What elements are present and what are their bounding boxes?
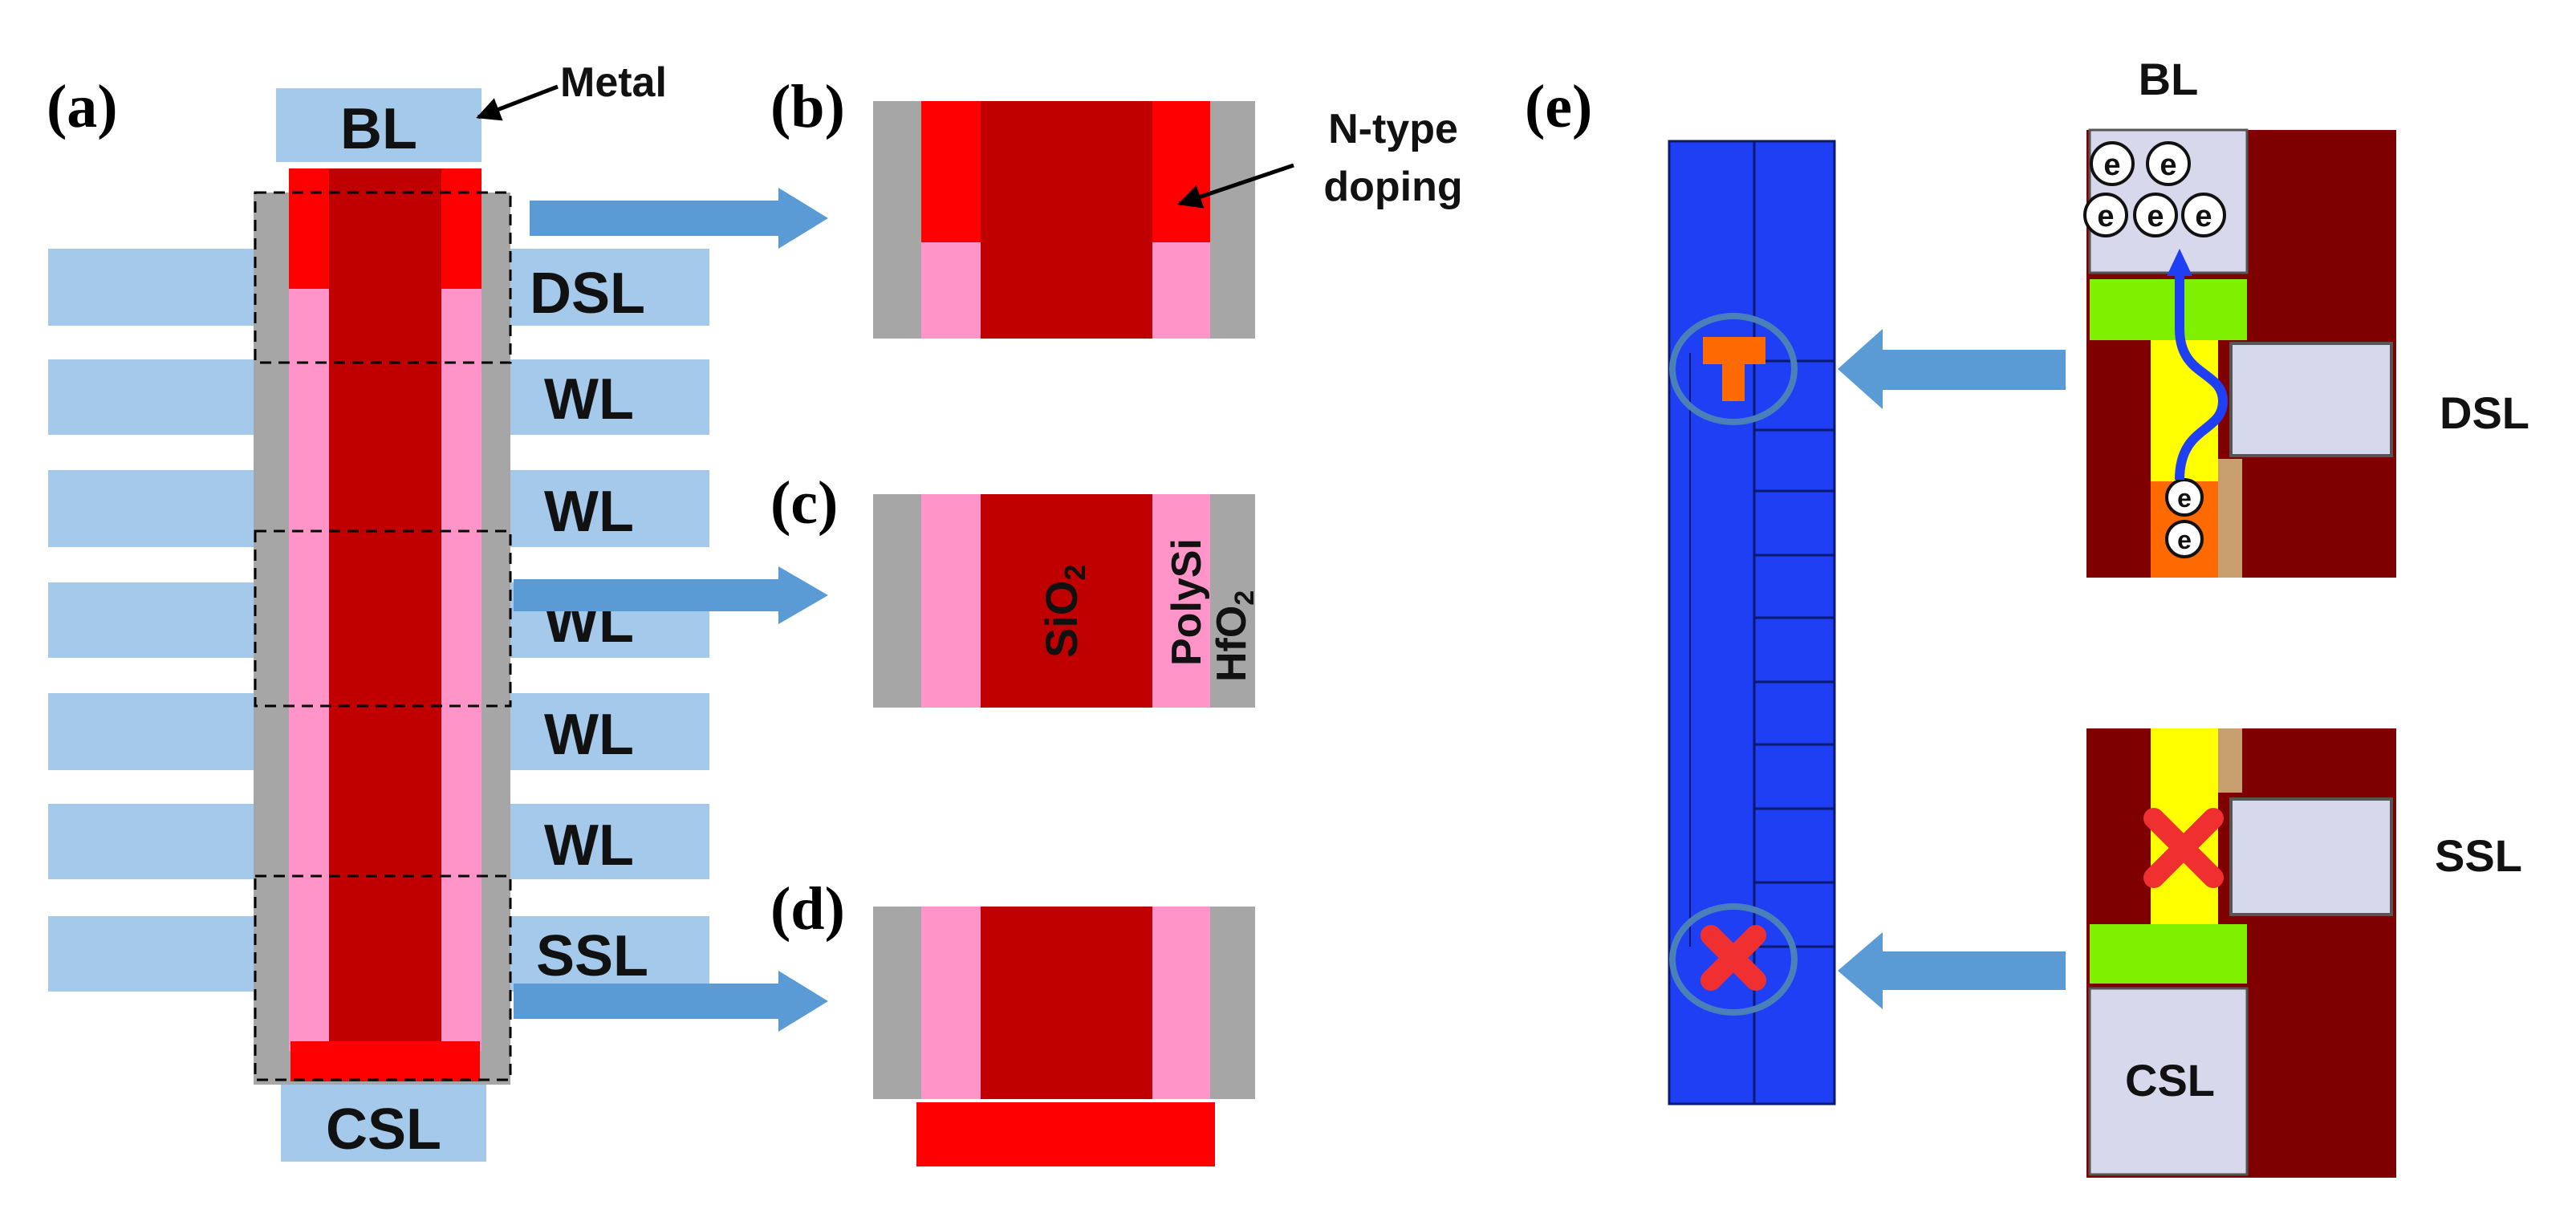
csl-contact-region <box>2088 987 2249 1176</box>
sim-gate-wl-2 <box>1753 616 1836 684</box>
ssl-green-layer <box>2090 924 2247 984</box>
bl-label: BL <box>340 97 417 161</box>
ssl-highlight-circle <box>1669 903 1798 1016</box>
ssl-blocked-cross <box>2143 808 2224 888</box>
arrow-to-panel-c <box>514 566 828 624</box>
panel-b: (b) N-type doping <box>770 73 1463 339</box>
e-csl-label: CSL <box>2125 1055 2215 1105</box>
dsl-green-layer <box>2090 279 2247 340</box>
wl-label-5: WL <box>544 813 634 878</box>
panel-c: (c) SiO2 PolySi HfO2 <box>770 469 1260 708</box>
e-bl-label: BL <box>2139 54 2199 104</box>
csl-label: CSL <box>326 1097 441 1162</box>
electron-1-symbol: e <box>2103 148 2120 182</box>
ssl-label: SSL <box>536 924 648 988</box>
blocked-cross-marker <box>1700 925 1766 991</box>
polysi-label: PolySi <box>1164 538 1210 666</box>
wl-label-4: WL <box>544 703 634 767</box>
electron-flow-path <box>2175 273 2229 481</box>
panel-e: (e) BL <box>1525 54 2529 1178</box>
dsl-gate-box <box>2229 342 2393 457</box>
source-n-doping <box>291 1041 480 1081</box>
hfo2-label: HfO2 <box>1209 590 1260 682</box>
wl-label-1: WL <box>544 367 634 432</box>
electron-5-symbol: e <box>2195 200 2212 233</box>
sio2-core <box>329 168 441 1043</box>
sio2-core-b <box>981 101 1152 339</box>
metal-pointer-arrow <box>476 84 559 121</box>
ssl-selection-box <box>254 874 512 1081</box>
n-doping-d <box>916 1102 1215 1166</box>
arrow-from-ssl-inset <box>1838 932 2066 1009</box>
sio2-core-d <box>981 907 1152 1099</box>
panel-a-label: (a) <box>47 73 118 140</box>
ssl-dielectric-strip <box>2218 728 2242 793</box>
arrow-from-dsl-inset <box>1838 329 2066 409</box>
panel-a: (a) BL Metal DSL WL WL WL WL WL SSL CSL <box>47 59 828 1162</box>
csl-metal <box>281 1075 486 1162</box>
electron-group-top: e e e e e <box>2083 141 2226 237</box>
wl-label-2: WL <box>544 480 634 544</box>
electron-7 <box>2165 520 2204 558</box>
electron-6-symbol: e <box>2177 484 2192 513</box>
panel-e-label: (e) <box>1525 73 1592 140</box>
metal-label: Metal <box>560 59 667 106</box>
ssl-detail-inset: CSL SSL <box>2086 728 2522 1178</box>
dsl-detail-inset: BL e e e e e <box>2083 54 2529 578</box>
sio2-core-c <box>981 494 1152 708</box>
electron-2 <box>2146 141 2191 186</box>
sim-gate-wl-3 <box>1753 743 1836 810</box>
dsl-highlight-circle <box>1669 313 1798 425</box>
electron-2-symbol: e <box>2160 148 2176 182</box>
ntype-pointer-arrow <box>1177 163 1294 209</box>
panel-d-label: (d) <box>770 875 845 943</box>
e-dsl-label: DSL <box>2440 387 2529 438</box>
ntype-label-line1: N-type <box>1328 106 1458 152</box>
e-ssl-label: SSL <box>2435 830 2522 881</box>
electron-3-symbol: e <box>2097 200 2114 233</box>
electron-4 <box>2133 193 2178 237</box>
electron-3 <box>2083 193 2128 237</box>
electron-5 <box>2181 193 2226 237</box>
bl-metal <box>276 88 481 162</box>
panel-b-label: (b) <box>770 73 845 140</box>
electron-7-symbol: e <box>2177 525 2192 554</box>
sim-gate-wl-1 <box>1753 489 1836 557</box>
electron-4-symbol: e <box>2147 200 2164 233</box>
electron-1 <box>2090 141 2135 186</box>
electron-flow-arrowhead <box>2167 249 2192 276</box>
ntype-label-line2: doping <box>1323 164 1462 210</box>
electron-group-bottom: e e <box>2165 478 2204 558</box>
dsl-dielectric-strip <box>2218 459 2242 578</box>
conduction-marker <box>1703 337 1765 401</box>
arrow-to-panel-d <box>514 971 828 1032</box>
wl-selection-box <box>254 529 512 708</box>
sim-device-column <box>1668 140 1836 1105</box>
dsl-selection-box <box>254 191 512 364</box>
panel-c-label: (c) <box>770 469 838 537</box>
dsl-label: DSL <box>530 262 645 326</box>
ssl-gate-box <box>2229 797 2393 916</box>
panel-d: (d) <box>770 875 1255 1166</box>
sio2-label: SiO2 <box>1036 565 1091 659</box>
arrow-to-panel-b <box>530 188 828 249</box>
